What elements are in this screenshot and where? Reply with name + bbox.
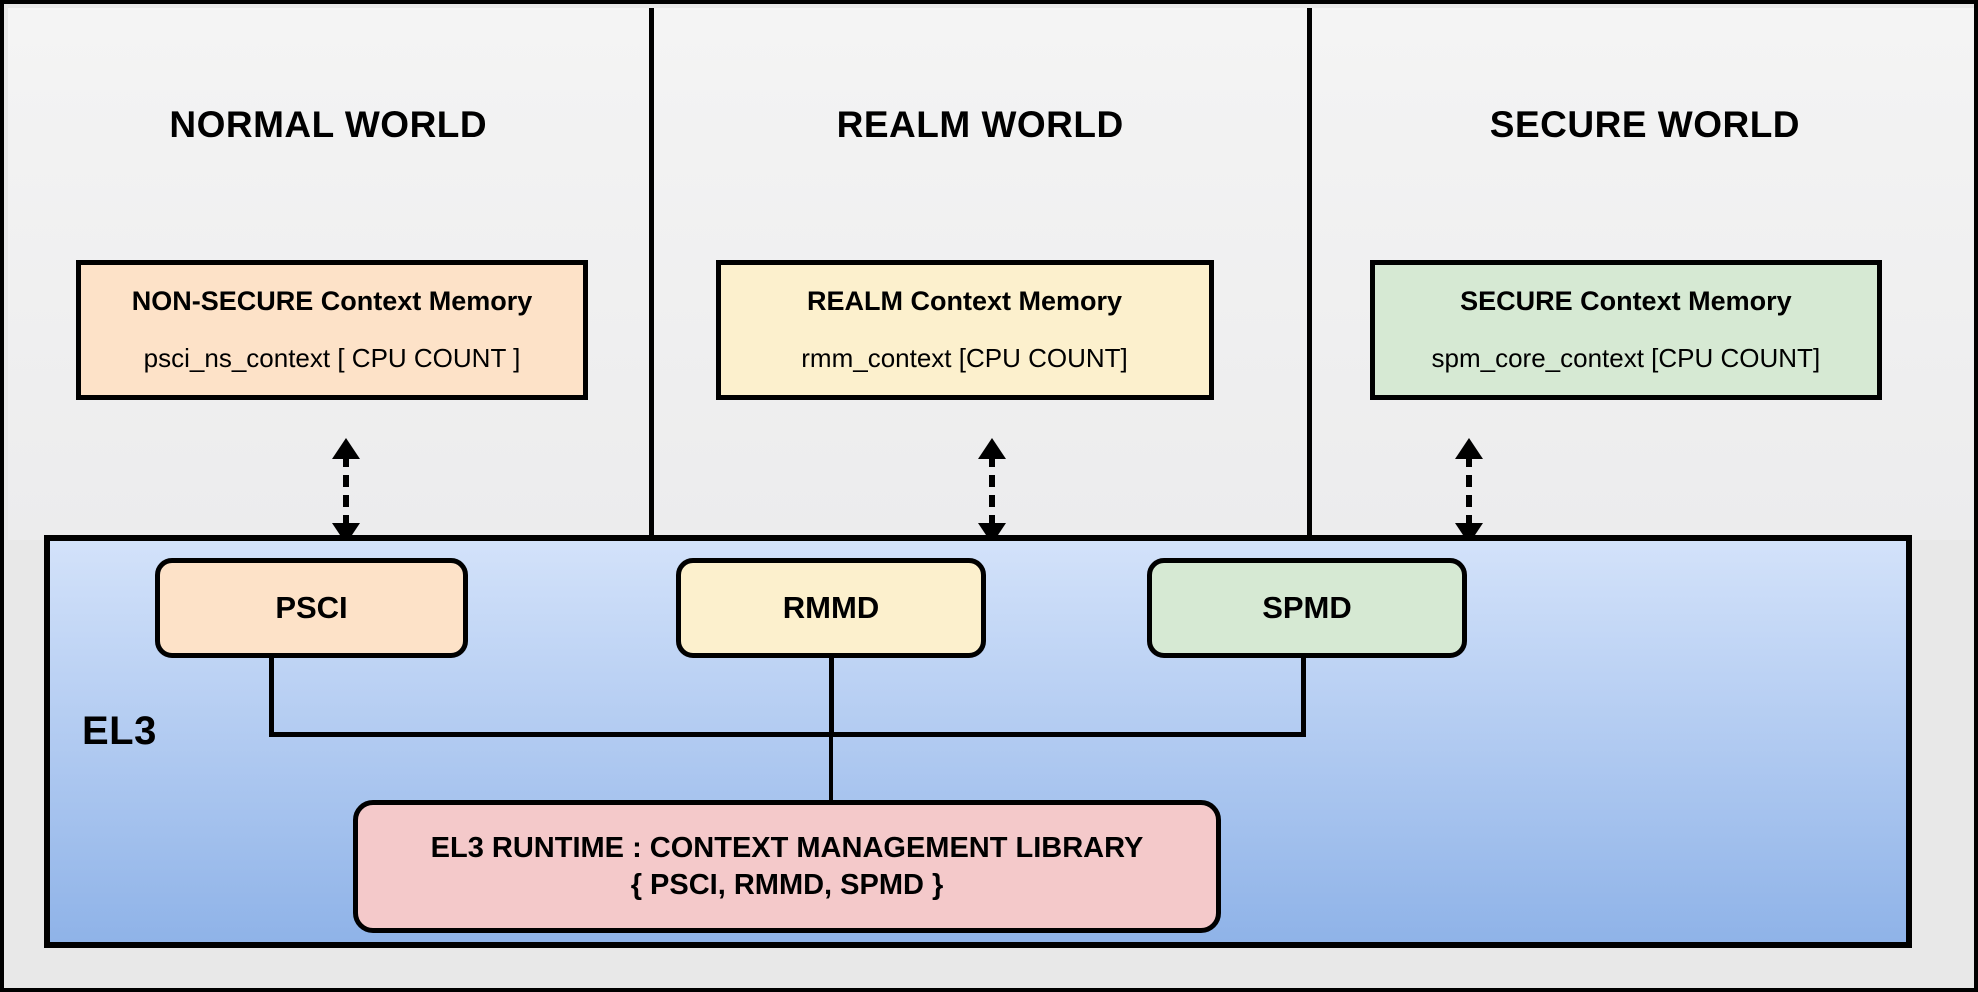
arrowhead-up-icon bbox=[978, 438, 1006, 459]
context-memory-subtitle-secure: spm_core_context [CPU COUNT] bbox=[1431, 343, 1821, 373]
context-memory-box-secure: SECURE Context Memory spm_core_context [… bbox=[1369, 260, 1882, 400]
context-memory-subtitle-non-secure: psci_ns_context [ CPU COUNT ] bbox=[143, 343, 521, 373]
world-title-secure: SECURE WORLD bbox=[1489, 104, 1801, 145]
el3-label: EL3 bbox=[82, 709, 157, 753]
el3-runtime-library-box[interactable]: EL3 RUNTIME : CONTEXT MANAGEMENT LIBRARY… bbox=[353, 800, 1221, 933]
connector-drop-to-runtime bbox=[829, 732, 833, 804]
connector-stub-psci bbox=[269, 658, 274, 736]
dispatcher-box-spmd[interactable]: SPMD bbox=[1147, 558, 1467, 658]
context-memory-title-secure: SECURE Context Memory bbox=[1460, 286, 1792, 316]
context-memory-box-realm: REALM Context Memory rmm_context [CPU CO… bbox=[715, 260, 1214, 400]
dashed-arrow-non-secure-to-psci bbox=[329, 438, 363, 544]
world-title-normal: NORMAL WORLD bbox=[169, 104, 488, 145]
arrow-stem bbox=[343, 455, 349, 527]
arrowhead-up-icon bbox=[332, 438, 360, 459]
connector-stub-rmmd bbox=[829, 658, 834, 736]
context-memory-title-realm: REALM Context Memory bbox=[807, 286, 1123, 316]
dashed-arrow-secure-to-spmd bbox=[1452, 438, 1486, 544]
context-memory-subtitle-realm: rmm_context [CPU COUNT] bbox=[801, 343, 1128, 373]
world-column-secure: SECURE WORLD SECURE Context Memory spm_c… bbox=[1312, 8, 1974, 540]
world-column-normal: NORMAL WORLD NON-SECURE Context Memory p… bbox=[8, 8, 654, 540]
context-memory-box-non-secure: NON-SECURE Context Memory psci_ns_contex… bbox=[76, 260, 588, 400]
el3-runtime-subtitle: { PSCI, RMMD, SPMD } bbox=[630, 868, 944, 901]
arrowhead-up-icon bbox=[1455, 438, 1483, 459]
arrow-stem bbox=[1466, 455, 1472, 527]
world-title-realm: REALM WORLD bbox=[836, 104, 1124, 145]
arrow-stem bbox=[989, 455, 995, 527]
dispatcher-box-psci[interactable]: PSCI bbox=[155, 558, 468, 658]
dashed-arrow-realm-to-rmmd bbox=[975, 438, 1009, 544]
el3-panel: EL3 PSCI RMMD SPMD EL3 RUNTIME : CONTEXT… bbox=[44, 535, 1912, 948]
world-column-realm: REALM WORLD REALM Context Memory rmm_con… bbox=[654, 8, 1312, 540]
connector-horizontal-bus bbox=[269, 732, 1306, 737]
connector-stub-spmd bbox=[1301, 658, 1306, 736]
dispatcher-box-rmmd[interactable]: RMMD bbox=[676, 558, 986, 658]
context-memory-title-non-secure: NON-SECURE Context Memory bbox=[131, 286, 533, 316]
el3-runtime-title: EL3 RUNTIME : CONTEXT MANAGEMENT LIBRARY bbox=[430, 832, 1144, 865]
